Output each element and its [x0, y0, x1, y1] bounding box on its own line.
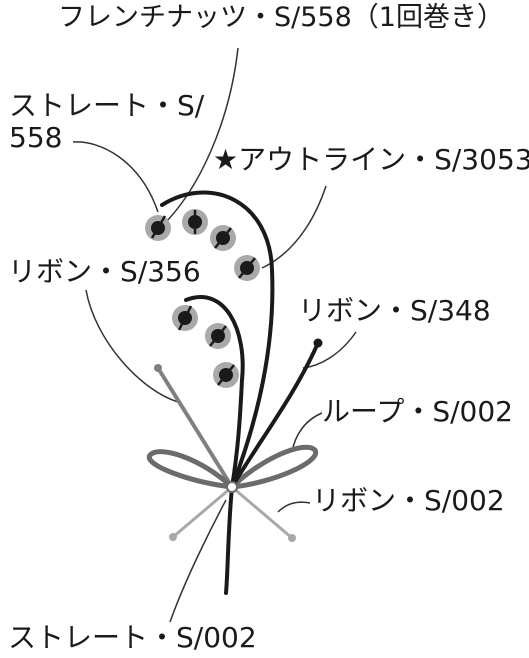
- label-straight-558-line1: ストレート・S/: [9, 89, 205, 122]
- loop-002-left: [146, 449, 234, 490]
- label-straight-558-line2: 558: [9, 121, 63, 154]
- leader-straight-558: [72, 141, 159, 213]
- ribbon-356-end: [154, 364, 162, 372]
- french-knot: [210, 225, 236, 251]
- loop-002-right: [230, 444, 319, 490]
- french-knot: [172, 305, 198, 331]
- leader-french-knot: [159, 47, 239, 229]
- leader-straight-002: [169, 499, 227, 623]
- leader-ribbon-356: [85, 289, 179, 403]
- french-knot: [182, 209, 208, 235]
- ribbon-002-right: [230, 485, 294, 540]
- french-knot: [145, 215, 171, 241]
- label-french-knot: フレンチナッツ・S/558（1回巻き）: [58, 2, 504, 33]
- outline-stem-inner: [184, 295, 245, 489]
- label-ribbon-002: リボン・S/002: [312, 484, 505, 517]
- label-straight-002: ストレート・S/002: [8, 621, 257, 654]
- leader-lines: [72, 47, 357, 623]
- ribbon-356-stitch: [156, 366, 234, 489]
- ribbon-348-end: [313, 338, 323, 348]
- label-ribbon-356: リボン・S/356: [8, 255, 201, 288]
- label-straight-558: ストレート・S/ 558: [9, 90, 204, 154]
- label-loop-002: ループ・S/002: [322, 395, 513, 428]
- bow-center-knot: [226, 481, 238, 493]
- ribbon-002-left: [171, 485, 234, 539]
- french-knot: [234, 255, 260, 281]
- ribbon-348-stitch: [230, 341, 320, 489]
- french-knots: [145, 209, 260, 388]
- ribbon-002-left-end: [169, 533, 177, 541]
- leader-ribbon-348: [302, 331, 357, 369]
- outline-stem-main: [160, 190, 275, 595]
- outline-stems: [160, 190, 320, 595]
- french-knot: [213, 362, 239, 388]
- leader-ribbon-002: [277, 501, 311, 513]
- ribbon-002-stitch: [171, 485, 294, 540]
- label-ribbon-348: リボン・S/348: [298, 294, 491, 327]
- french-knot: [205, 323, 231, 349]
- loop-002-stitch: [146, 444, 319, 490]
- ribbon-002-right-end: [288, 534, 296, 542]
- label-outline: ★アウトライン・S/3053: [213, 143, 529, 176]
